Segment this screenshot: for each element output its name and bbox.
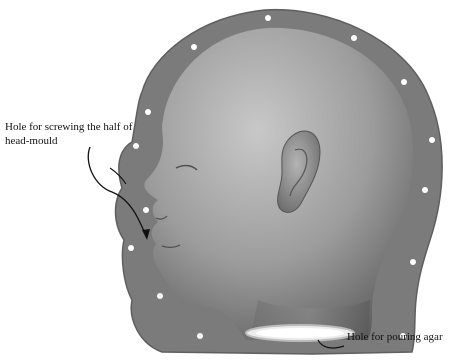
screw-hole xyxy=(422,187,428,193)
screw-hole xyxy=(401,79,407,85)
screw-hole xyxy=(197,333,203,339)
screw-hole xyxy=(429,137,435,143)
pour-hole-annotation: Hole for pouring agar xyxy=(347,330,443,344)
screw-hole-annotation: Hole for screwing the half of head-mould xyxy=(5,120,137,148)
screw-hole xyxy=(265,15,271,21)
screw-hole xyxy=(351,35,357,41)
screw-hole xyxy=(145,109,151,115)
screw-hole xyxy=(191,44,197,50)
screw-hole xyxy=(143,207,149,213)
head-surface xyxy=(144,28,413,340)
screw-hole xyxy=(410,259,416,265)
screw-hole xyxy=(128,245,134,251)
pouring-hole-opening xyxy=(256,328,344,338)
screw-hole xyxy=(157,293,163,299)
